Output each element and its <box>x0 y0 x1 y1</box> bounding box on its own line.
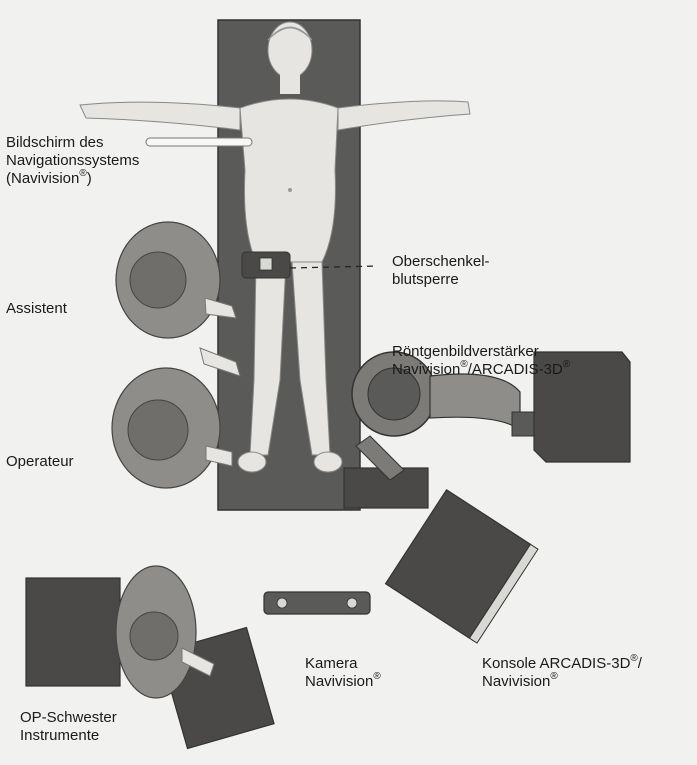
thigh-tourniquet <box>242 252 290 278</box>
surgeon-label: Operateur <box>6 453 74 471</box>
assistant-label: Assistent <box>6 300 67 318</box>
instrument-table-left <box>26 578 120 686</box>
camera-device <box>264 592 370 614</box>
xray-label: Röntgenbildverstärker Navivision®/ARCADI… <box>392 343 570 379</box>
camera-label: Kamera Navivision® <box>305 655 381 691</box>
screen-pointer-bar <box>146 138 252 146</box>
surgeon-figure <box>112 368 232 488</box>
tourniquet-label: Oberschenkel- blutsperre <box>392 253 490 289</box>
console-device <box>386 490 538 643</box>
screen-label: Bildschirm des Navigationssystems (Naviv… <box>6 134 139 188</box>
nurse-label: OP-Schwester Instrumente <box>20 709 117 745</box>
console-label: Konsole ARCADIS-3D®/ Navivision® <box>482 655 642 691</box>
